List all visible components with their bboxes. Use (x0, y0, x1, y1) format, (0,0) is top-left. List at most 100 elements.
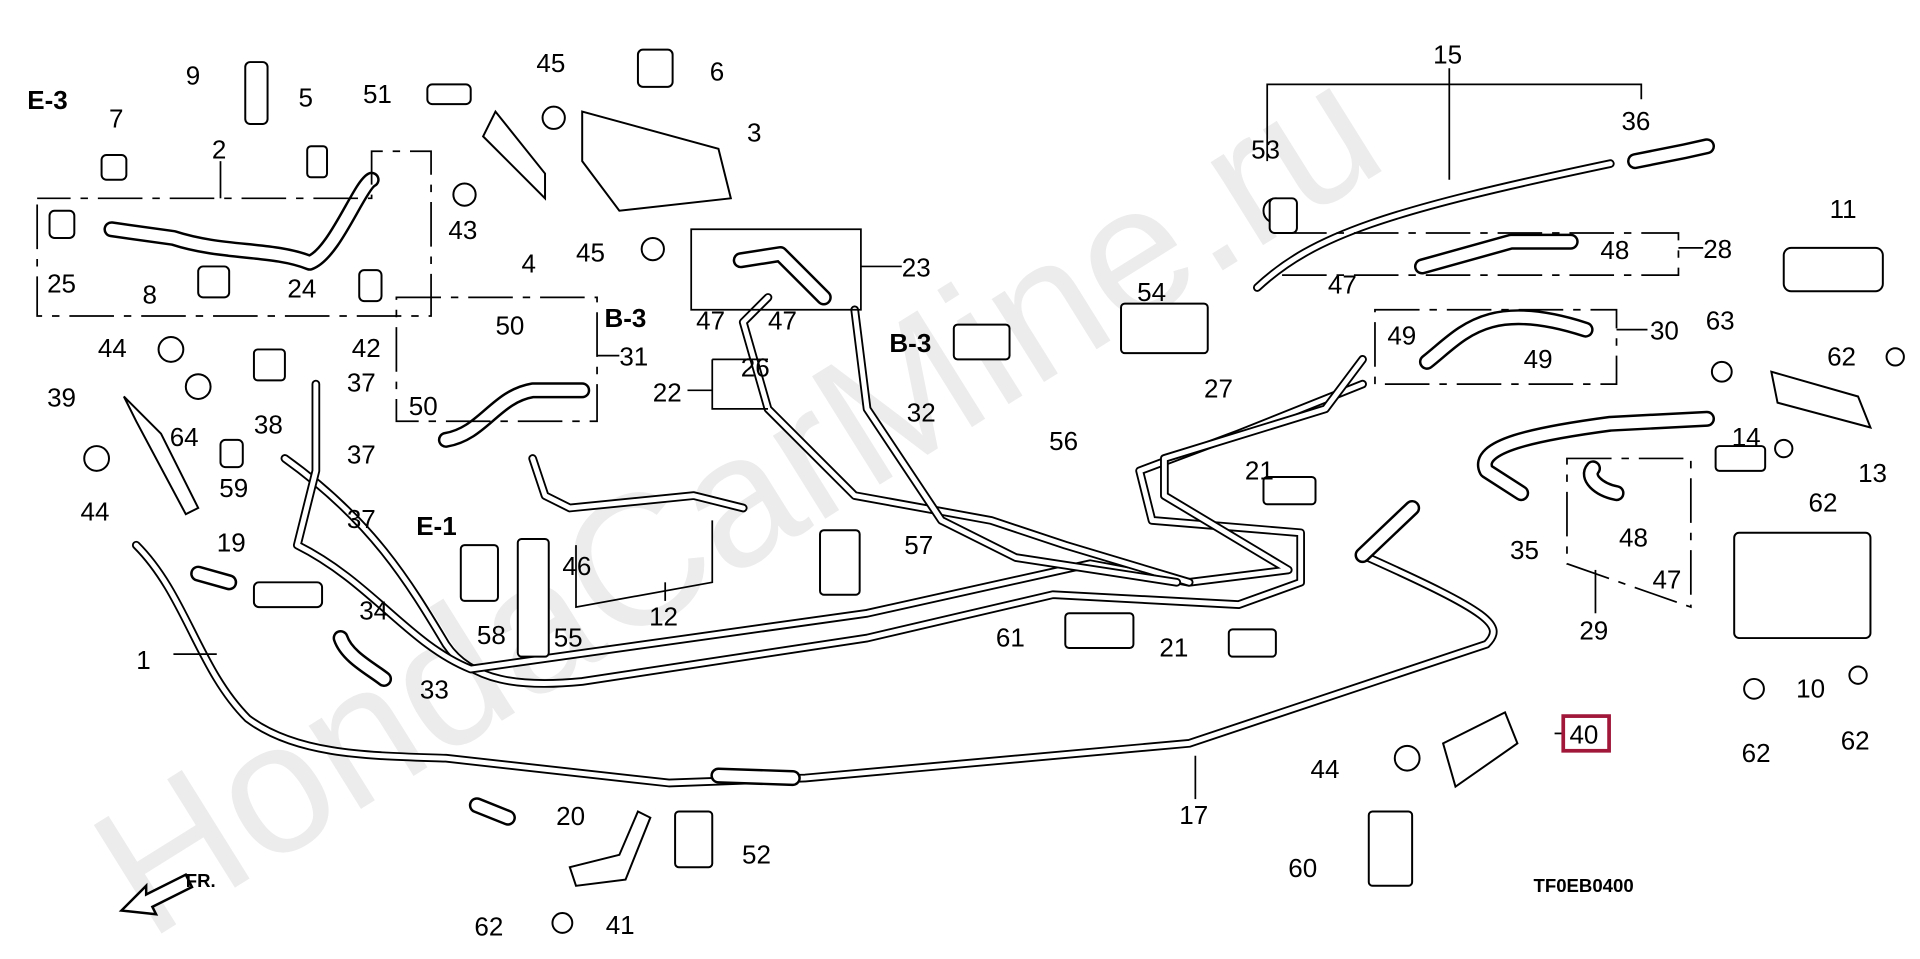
callout[interactable]: 35 (1510, 535, 1539, 565)
callout[interactable]: 60 (1288, 853, 1317, 883)
callout[interactable]: 36 (1621, 106, 1650, 136)
callout[interactable]: 63 (1706, 306, 1735, 336)
callout[interactable]: 53 (1251, 135, 1280, 165)
callout[interactable]: 47 (768, 306, 797, 336)
canister (1733, 531, 1872, 640)
callout[interactable]: 48 (1600, 235, 1629, 265)
callout[interactable]: 47 (696, 306, 725, 336)
callout[interactable]: 56 (1049, 426, 1078, 456)
callout[interactable]: 38 (254, 410, 283, 440)
callout[interactable]: 55 (554, 623, 583, 653)
callout[interactable]: 4 (521, 249, 535, 279)
callout[interactable]: 34 (359, 595, 388, 625)
callout[interactable]: 47 (1328, 270, 1357, 300)
callout[interactable]: 44 (1311, 754, 1340, 784)
callout[interactable]: 47 (1652, 565, 1681, 595)
clamp-61 (1064, 612, 1135, 649)
callouts: 7 9 5 2 51 45 6 3 25 8 24 43 4 45 23 47 … (47, 39, 1887, 941)
bracket-39 (122, 395, 200, 516)
ref-e3[interactable]: E-3 (27, 85, 67, 115)
bracket-41 (568, 810, 652, 887)
callout[interactable]: 44 (81, 496, 110, 526)
bracket-3 (581, 110, 733, 212)
callout[interactable]: 19 (217, 527, 246, 557)
callout[interactable]: 37 (347, 439, 376, 469)
callout[interactable]: 30 (1650, 316, 1679, 346)
callout[interactable]: 2 (212, 135, 226, 165)
callout[interactable]: 62 (1809, 488, 1838, 518)
callout[interactable]: 31 (619, 342, 648, 372)
callout[interactable]: 39 (47, 382, 76, 412)
callout[interactable]: 62 (474, 911, 503, 941)
valve-14 (1714, 445, 1767, 472)
callout[interactable]: 51 (363, 79, 392, 109)
ref-b3[interactable]: B-3 (604, 303, 646, 333)
callout[interactable]: 59 (219, 473, 248, 503)
clamp-60 (1367, 810, 1414, 887)
leader-lines (36, 68, 1704, 800)
callout[interactable]: 52 (742, 840, 771, 870)
components (48, 48, 1905, 934)
callout[interactable]: 9 (186, 60, 200, 90)
callout[interactable]: 48 (1619, 522, 1648, 552)
section-references: E-3 E-1 B-3 B-3 (27, 85, 931, 541)
callout[interactable]: 62 (1827, 342, 1856, 372)
callout[interactable]: 46 (562, 551, 591, 581)
bracket-40 (1441, 711, 1519, 789)
callout[interactable]: 25 (47, 268, 76, 298)
callout[interactable]: 43 (448, 215, 477, 245)
callout[interactable]: 61 (996, 623, 1025, 653)
clamp-54 (1120, 302, 1209, 355)
callout[interactable]: 28 (1703, 234, 1732, 264)
callout[interactable]: 50 (495, 311, 524, 341)
callout[interactable]: 32 (907, 397, 936, 427)
callout[interactable]: 29 (1579, 615, 1608, 645)
callout[interactable]: 49 (1387, 320, 1416, 350)
callout[interactable]: 24 (287, 273, 316, 303)
callout[interactable]: 20 (556, 801, 585, 831)
callout[interactable]: 17 (1179, 800, 1208, 830)
callout[interactable]: 62 (1841, 726, 1870, 756)
callout[interactable]: 33 (420, 675, 449, 705)
callout[interactable]: 11 (1830, 194, 1857, 224)
callout[interactable]: 10 (1796, 674, 1825, 704)
callout[interactable]: 45 (536, 48, 565, 78)
callout[interactable]: 44 (98, 333, 127, 363)
callout[interactable]: 37 (347, 368, 376, 398)
ref-e1[interactable]: E-1 (416, 511, 456, 541)
callout[interactable]: 50 (409, 391, 438, 421)
callout[interactable]: 21 (1245, 456, 1274, 486)
callout[interactable]: 45 (576, 237, 605, 267)
callout[interactable]: 22 (653, 377, 682, 407)
front-arrow: FR. (118, 870, 216, 916)
callout[interactable]: 1 (136, 645, 150, 675)
callout[interactable]: 15 (1433, 39, 1462, 69)
callout[interactable]: 58 (477, 620, 506, 650)
callout[interactable]: 27 (1204, 374, 1233, 404)
callout[interactable]: 41 (606, 910, 635, 940)
callout[interactable]: 8 (142, 280, 156, 310)
callout[interactable]: 7 (109, 104, 123, 134)
callout[interactable]: 12 (649, 602, 678, 632)
callout[interactable]: 54 (1137, 277, 1166, 307)
ref-b3[interactable]: B-3 (889, 328, 931, 358)
callout[interactable]: 26 (741, 353, 770, 383)
callout[interactable]: 64 (170, 422, 199, 452)
callout[interactable]: 6 (710, 57, 724, 87)
canister-filter (1782, 246, 1884, 293)
callout[interactable]: 5 (299, 83, 313, 113)
callout[interactable]: 3 (747, 117, 761, 147)
callout[interactable]: 42 (352, 333, 381, 363)
callout[interactable]: 23 (902, 252, 931, 282)
callout[interactable]: 49 (1524, 344, 1553, 374)
callout-highlighted[interactable]: 40 (1569, 719, 1598, 749)
diagram-code: TF0EB0400 (1534, 875, 1634, 896)
callout[interactable]: 21 (1159, 633, 1188, 663)
callout[interactable]: 13 (1858, 458, 1887, 488)
callout[interactable]: 37 (347, 504, 376, 534)
callout[interactable]: 14 (1732, 422, 1761, 452)
callout[interactable]: 62 (1742, 738, 1771, 768)
callout[interactable]: 57 (904, 530, 933, 560)
clamp-21 (1227, 628, 1277, 658)
